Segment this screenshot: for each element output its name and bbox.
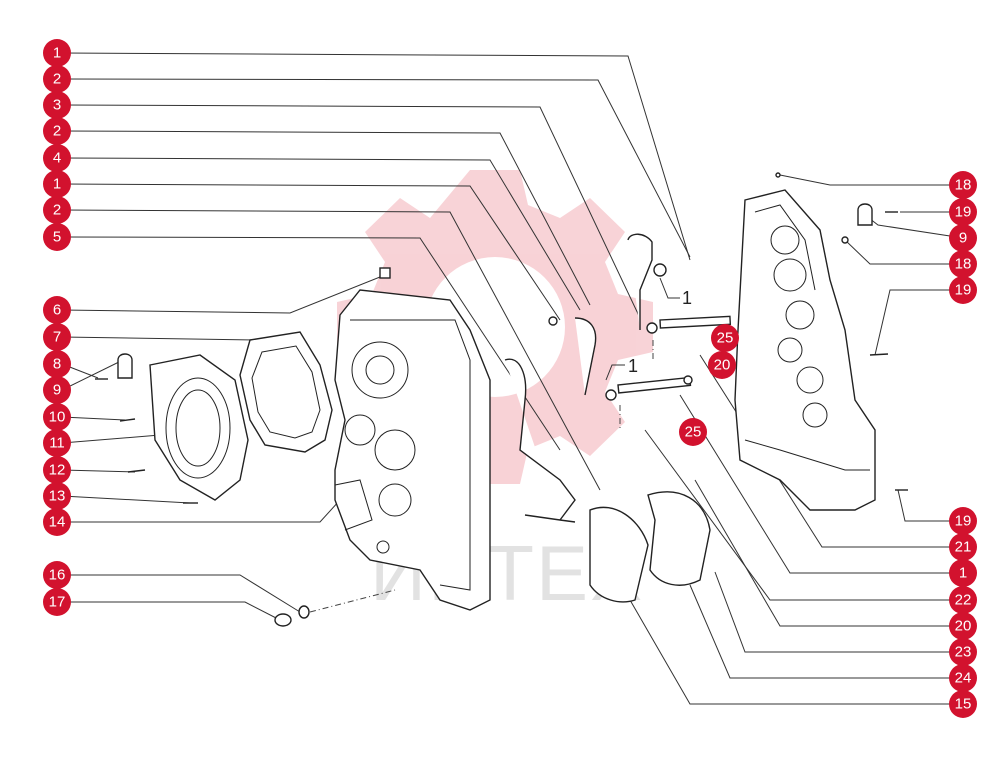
svg-text:15: 15 (955, 696, 972, 713)
callout-badge: 10 (43, 403, 71, 431)
svg-text:6: 6 (53, 302, 61, 319)
callout-badge: 14 (43, 508, 71, 536)
svg-text:13: 13 (49, 488, 66, 505)
svg-text:7: 7 (53, 329, 61, 346)
svg-text:17: 17 (49, 594, 66, 611)
svg-text:25: 25 (685, 424, 702, 441)
svg-text:20: 20 (955, 618, 972, 635)
svg-text:16: 16 (49, 567, 66, 584)
svg-text:25: 25 (717, 330, 734, 347)
svg-text:19: 19 (955, 204, 972, 221)
callout-badge: 17 (43, 588, 71, 616)
svg-text:18: 18 (955, 177, 972, 194)
callout-badge: 2 (43, 65, 71, 93)
svg-text:2: 2 (53, 202, 61, 219)
callout-badge: 9 (43, 376, 71, 404)
svg-text:9: 9 (959, 230, 967, 247)
svg-text:20: 20 (714, 357, 731, 374)
svg-text:22: 22 (955, 592, 972, 609)
callout-badge: 19 (949, 276, 977, 304)
callout-badge: 6 (43, 296, 71, 324)
callout-badge: 18 (949, 171, 977, 199)
callout-badge: 4 (43, 144, 71, 172)
callout-badge: 7 (43, 323, 71, 351)
callouts-right: 18 19 9 18 19 25 20 25 19 21 1 22 20 23 … (679, 171, 977, 718)
leader-lines (61, 52, 964, 705)
svg-text:24: 24 (955, 670, 972, 687)
svg-text:10: 10 (49, 409, 66, 426)
svg-text:19: 19 (955, 513, 972, 530)
callout-badge: 2 (43, 196, 71, 224)
callout-badge: 13 (43, 482, 71, 510)
callout-badge: 21 (949, 533, 977, 561)
svg-text:4: 4 (53, 150, 61, 167)
gearbox-housing (334, 267, 491, 611)
flange-cover (149, 354, 249, 501)
callout-badge: 18 (949, 250, 977, 278)
svg-text:1: 1 (53, 45, 61, 62)
callout-badge: 2 (43, 117, 71, 145)
svg-text:11: 11 (49, 435, 65, 452)
callout-badge: 11 (43, 429, 71, 457)
callout-badge: 20 (949, 612, 977, 640)
callout-badge: 25 (711, 324, 739, 352)
shim-discs (589, 491, 711, 603)
callout-badge: 24 (949, 664, 977, 692)
callout-badge: 19 (949, 507, 977, 535)
svg-text:12: 12 (49, 462, 66, 479)
callout-badge: 15 (949, 690, 977, 718)
inline-reference-markers: 1 1 (605, 277, 692, 381)
callout-badge: 1 (949, 559, 977, 587)
svg-text:2: 2 (53, 123, 61, 140)
tubes (548, 263, 732, 430)
gasket (239, 331, 333, 453)
callout-badge: 22 (949, 586, 977, 614)
fasteners-left (95, 353, 396, 627)
svg-text:1: 1 (53, 176, 61, 193)
svg-text:21: 21 (955, 539, 972, 556)
callout-badge: 12 (43, 456, 71, 484)
callout-badge: 25 (679, 418, 707, 446)
callout-badge: 8 (43, 350, 71, 378)
inline-ref-1b: 1 (628, 356, 638, 376)
svg-text:8: 8 (53, 356, 61, 373)
callout-badge: 19 (949, 198, 977, 226)
callout-badge: 16 (43, 561, 71, 589)
svg-text:1: 1 (959, 565, 967, 582)
callout-badge: 1 (43, 170, 71, 198)
svg-text:14: 14 (49, 514, 66, 531)
rear-housing (734, 172, 908, 511)
callout-badge: 9 (949, 224, 977, 252)
callout-badge: 20 (708, 351, 736, 379)
svg-text:5: 5 (53, 229, 61, 246)
inline-ref-1a: 1 (682, 288, 692, 308)
svg-text:9: 9 (53, 382, 61, 399)
svg-text:2: 2 (53, 71, 61, 88)
callout-badge: 23 (949, 638, 977, 666)
callout-badge: 1 (43, 39, 71, 67)
svg-text:18: 18 (955, 256, 972, 273)
svg-text:19: 19 (955, 282, 972, 299)
svg-text:23: 23 (955, 644, 972, 661)
callout-badge: 3 (43, 91, 71, 119)
callout-badge: 5 (43, 223, 71, 251)
oil-pipes (504, 233, 653, 523)
callouts-left: 1 2 3 2 4 1 2 5 6 7 8 9 10 11 12 13 14 1… (43, 39, 71, 616)
svg-text:3: 3 (53, 97, 61, 114)
